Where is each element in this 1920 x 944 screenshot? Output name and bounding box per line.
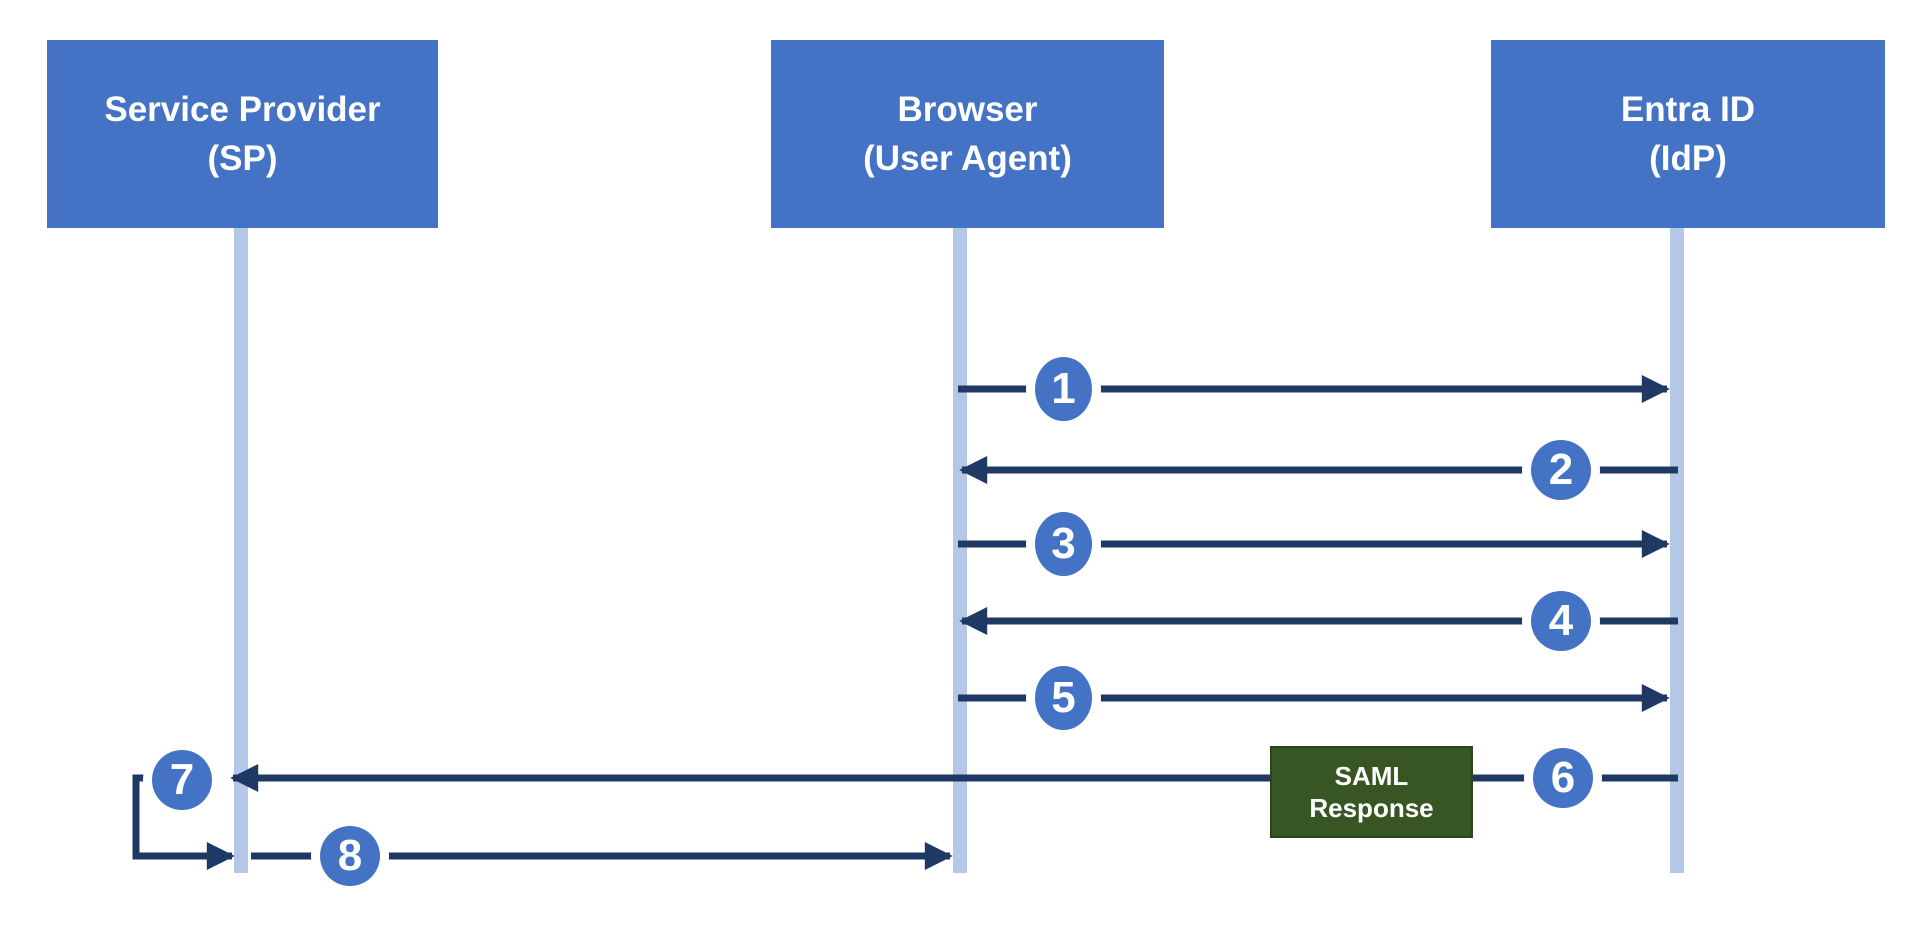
step-badge-2: 2 — [1531, 440, 1591, 500]
actor-label-line2: (SP) — [207, 139, 278, 178]
actor-label-line1: Entra ID — [1620, 90, 1756, 129]
step-badge-7: 7 — [152, 750, 212, 810]
lifeline-service-provider — [234, 228, 248, 873]
actor-label-line1: Browser — [897, 90, 1038, 129]
step-badge-5: 5 — [1035, 666, 1092, 730]
lifeline-entra-id — [1670, 228, 1684, 873]
step-badge-6: 6 — [1533, 748, 1593, 808]
saml-response-label: SAML Response — [1270, 746, 1473, 838]
step-badge-8: 8 — [320, 826, 380, 886]
actor-label-line1: Service Provider — [104, 90, 381, 129]
actor-box-service-provider: Service Provider (SP) — [47, 40, 438, 228]
actor-label-line2: (User Agent) — [863, 139, 1072, 178]
actor-label-line2: (IdP) — [1649, 139, 1727, 178]
saml-label-line1: SAML — [1334, 761, 1409, 791]
actor-box-entra-id: Entra ID (IdP) — [1491, 40, 1885, 228]
actor-box-browser: Browser (User Agent) — [771, 40, 1164, 228]
step-badge-1: 1 — [1035, 357, 1092, 421]
saml-label-line2: Response — [1309, 793, 1434, 823]
step-badge-4: 4 — [1531, 591, 1591, 651]
step-badge-3: 3 — [1035, 512, 1092, 576]
